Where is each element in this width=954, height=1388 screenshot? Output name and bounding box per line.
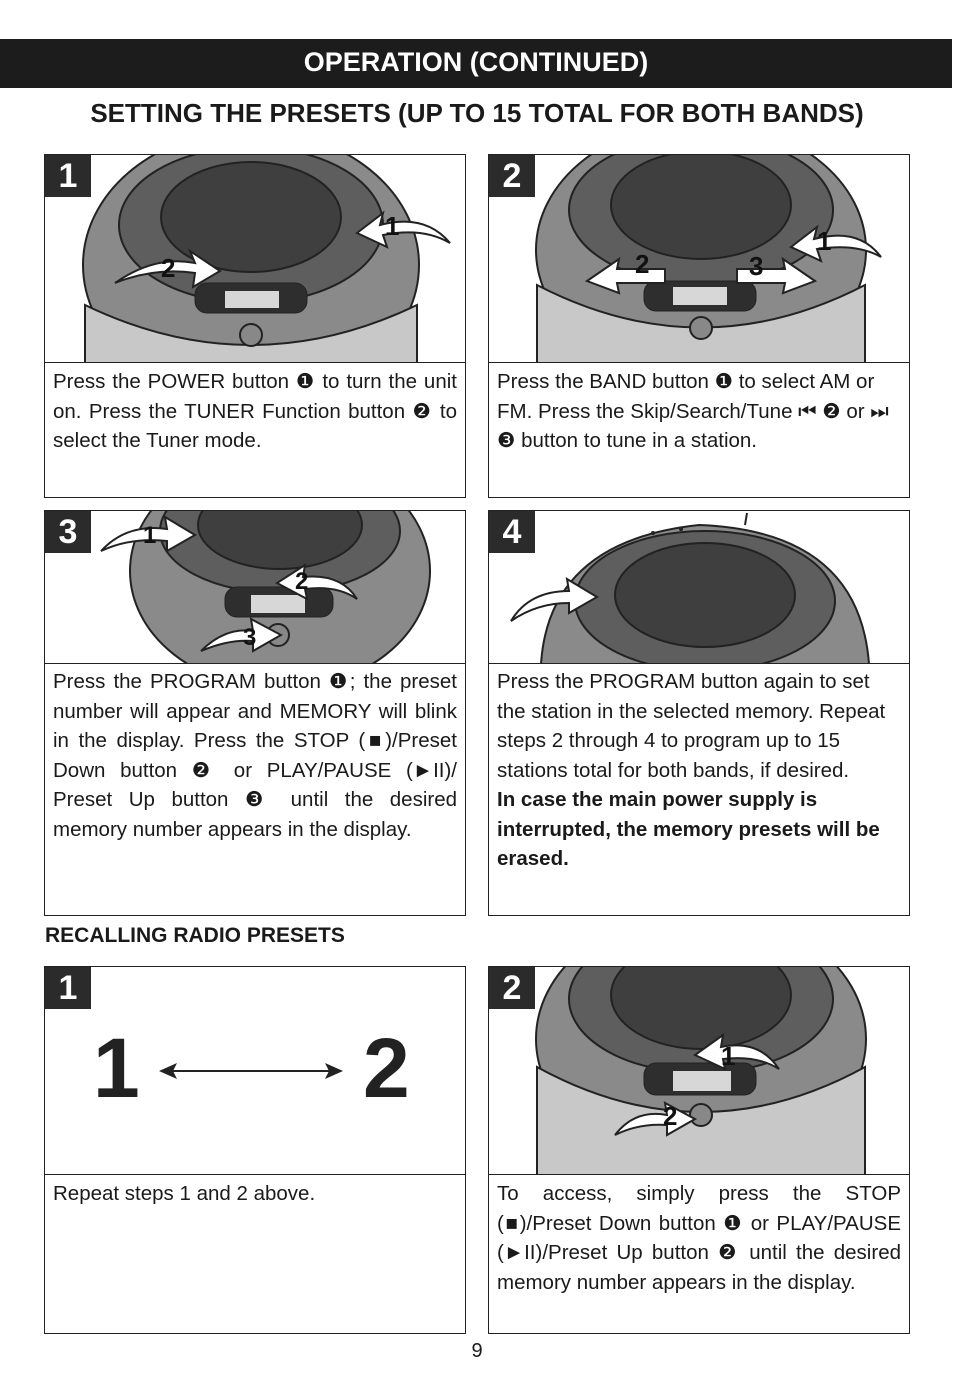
step-text: Press the PROGRAM button again to set th… xyxy=(497,667,901,874)
callout-1: 1 xyxy=(817,226,831,256)
callout-1: 1 xyxy=(143,522,156,549)
section-title: SETTING THE PRESETS (UP TO 15 TOTAL FOR … xyxy=(90,98,864,128)
step-text: Press the POWER button ❶ to turn the uni… xyxy=(53,370,457,452)
power-note: In case the main power supply is interru… xyxy=(497,788,880,870)
step-number: 1 xyxy=(45,155,91,197)
step-text: Repeat steps 1 and 2 above. xyxy=(53,1182,316,1205)
big-digit-left: 1 xyxy=(93,1021,140,1115)
step-number: 1 xyxy=(45,967,91,1009)
step-number: 2 xyxy=(489,967,535,1009)
header-bar: OPERATION (CONTINUED) xyxy=(0,39,952,88)
boombox-illustration xyxy=(45,155,465,363)
step-panel-2: 2 2 3 1 Press the BAND button ❶ to selec… xyxy=(488,154,910,498)
step-panel-3: 3 1 2 3 Press the PROGRAM button ❶; the … xyxy=(44,510,466,916)
callout-1: 1 xyxy=(385,211,399,241)
boombox-illustration xyxy=(489,967,909,1175)
callout-1: 1 xyxy=(721,1041,735,1071)
callout-labels: 1 2 xyxy=(663,1041,735,1131)
step-text: Press the PROGRAM button ❶; the preset n… xyxy=(53,670,457,841)
callout-labels: 1 2 3 xyxy=(143,522,308,651)
boombox-illustration xyxy=(489,511,909,664)
step-text: To access, simply press the STOP (■)/Pre… xyxy=(497,1182,901,1294)
step-number: 4 xyxy=(489,511,535,553)
callout-2: 2 xyxy=(161,253,175,283)
step-number: 2 xyxy=(489,155,535,197)
callout-3: 3 xyxy=(749,251,763,281)
step-text: Press the BAND button ❶ to select AM or … xyxy=(497,370,889,452)
callout-labels: 2 1 xyxy=(161,211,399,283)
step-number: 3 xyxy=(45,511,91,553)
callout-2: 2 xyxy=(663,1101,677,1131)
callout-labels: 2 3 1 xyxy=(635,226,831,281)
boombox-illustration xyxy=(489,155,909,363)
header-title: OPERATION (CONTINUED) xyxy=(303,47,649,77)
step-diagram: 1 2 xyxy=(45,967,465,1175)
page-number: 9 xyxy=(471,1340,483,1362)
step-panel-1: 1 2 1 Press the POWER button ❶ to turn t… xyxy=(44,154,466,498)
boombox-illustration xyxy=(45,511,465,664)
callout-2: 2 xyxy=(295,568,308,595)
recall-panel-1: 1 1 2 Repeat steps 1 and 2 above. xyxy=(44,966,466,1334)
callout-2: 2 xyxy=(635,249,649,279)
big-digit-right: 2 xyxy=(363,1021,410,1115)
step-text-body: Press the PROGRAM button again to set th… xyxy=(497,670,886,782)
recall-title: RECALLING RADIO PRESETS xyxy=(45,924,345,947)
recall-panel-2: 2 1 2 To access, simply press the STOP (… xyxy=(488,966,910,1334)
callout-3: 3 xyxy=(243,624,256,651)
step-panel-4: 4 Press the PROGRAM button again to set … xyxy=(488,510,910,916)
